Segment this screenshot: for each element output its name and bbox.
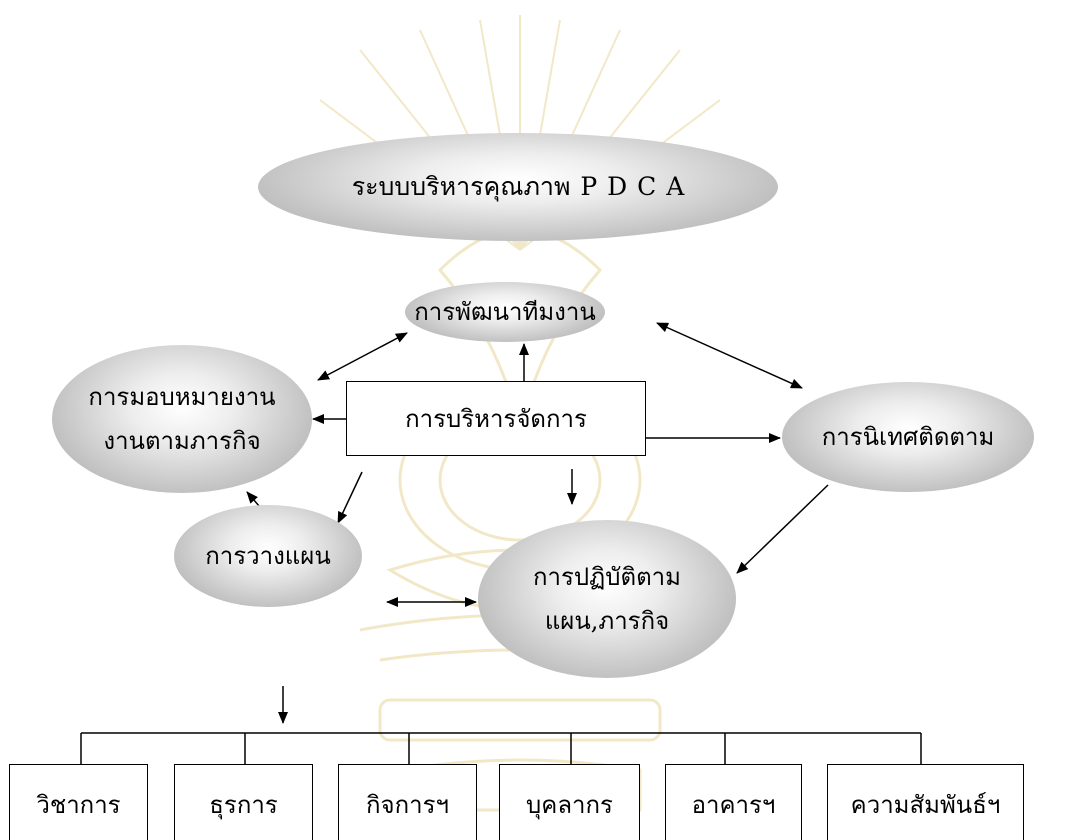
management-box: การบริหารจัดการ bbox=[346, 381, 646, 456]
arrow-management-planning bbox=[337, 471, 363, 524]
department-label: บุคลากร bbox=[526, 791, 613, 819]
department-box-personnel: บุคลากร bbox=[499, 764, 640, 840]
department-box-buildings: อาคารฯ bbox=[665, 764, 802, 840]
department-box-relations: ความสัมพันธ์ฯ bbox=[827, 764, 1024, 840]
department-box-student-affairs: กิจการฯ bbox=[338, 764, 477, 840]
pdca-ellipse: ระบบบริหารคุณภาพ P D C A bbox=[258, 133, 778, 241]
planning-ellipse: การวางแผน bbox=[174, 505, 362, 607]
implementation-label-line1: การปฏิบัติตาม bbox=[533, 563, 681, 591]
supervision-ellipse: การนิเทศติดตาม bbox=[782, 382, 1034, 492]
implementation-label-line2: แผน,ภารกิจ bbox=[544, 607, 670, 635]
arrow-assign-team bbox=[317, 332, 408, 381]
assignment-label-line1: การมอบหมายงาน bbox=[88, 383, 276, 411]
department-box-academic: วิชาการ bbox=[9, 764, 148, 840]
supervision-label: การนิเทศติดตาม bbox=[821, 423, 995, 451]
planning-label: การวางแผน bbox=[205, 542, 331, 570]
assignment-ellipse: การมอบหมายงาน งานตามภารกิจ bbox=[52, 345, 312, 493]
department-box-general-admin: ธุรการ bbox=[174, 764, 313, 840]
department-label: วิชาการ bbox=[36, 791, 121, 819]
arrow-supervise-implement bbox=[736, 484, 829, 574]
arrow-team-supervise bbox=[656, 322, 803, 389]
team-development-label: การพัฒนาทีมงาน bbox=[414, 298, 596, 326]
assignment-label-line2: งานตามภารกิจ bbox=[103, 427, 261, 455]
department-label: ธุรการ bbox=[209, 791, 278, 819]
department-label: ความสัมพันธ์ฯ bbox=[850, 791, 1001, 819]
pdca-label: ระบบบริหารคุณภาพ P D C A bbox=[351, 172, 685, 201]
implementation-ellipse: การปฏิบัติตาม แผน,ภารกิจ bbox=[478, 520, 736, 678]
department-label: อาคารฯ bbox=[691, 791, 776, 819]
department-label: กิจการฯ bbox=[366, 791, 449, 819]
team-development-ellipse: การพัฒนาทีมงาน bbox=[405, 282, 605, 342]
management-label: การบริหารจัดการ bbox=[405, 405, 587, 433]
